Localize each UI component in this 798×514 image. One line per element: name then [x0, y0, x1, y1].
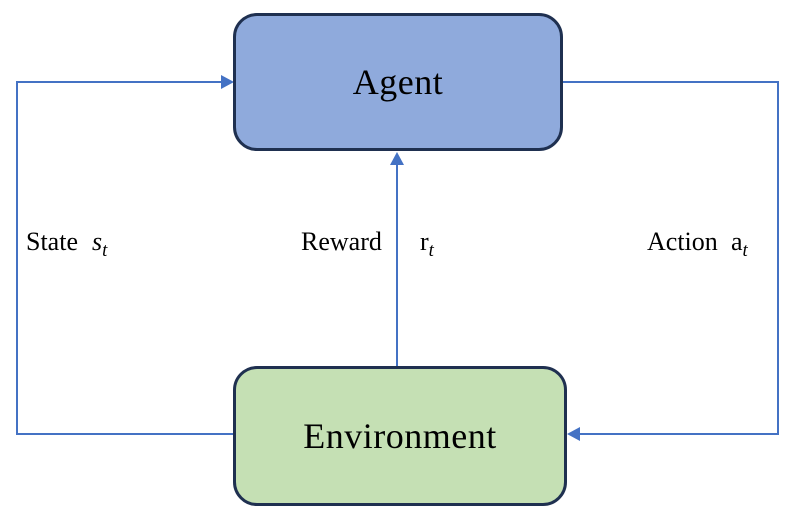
action-symbol: at — [731, 227, 748, 262]
action-arrowhead-icon — [567, 427, 580, 441]
reward-symbol: rt — [420, 227, 434, 262]
state-edge-bottom-line — [16, 433, 235, 435]
state-arrowhead-icon — [221, 75, 234, 89]
action-edge-top-line — [561, 81, 779, 83]
reward-label-word: Reward — [301, 227, 382, 256]
reward-edge-vertical-line — [396, 162, 398, 368]
agent-node-label: Agent — [352, 62, 444, 102]
environment-node: Environment — [233, 366, 567, 506]
action-label-word: Action — [647, 227, 718, 256]
action-edge-vertical-line — [777, 81, 779, 435]
agent-node: Agent — [233, 13, 563, 151]
state-label-word: State — [26, 227, 78, 256]
action-edge-label: Action — [647, 227, 718, 257]
action-edge-bottom-line — [578, 433, 779, 435]
reward-arrowhead-icon — [390, 152, 404, 165]
state-edge-top-line — [16, 81, 222, 83]
state-symbol: st — [92, 227, 108, 262]
state-edge-vertical-line — [16, 82, 18, 435]
environment-node-label: Environment — [303, 416, 497, 456]
reward-edge-label: Reward — [301, 227, 382, 257]
